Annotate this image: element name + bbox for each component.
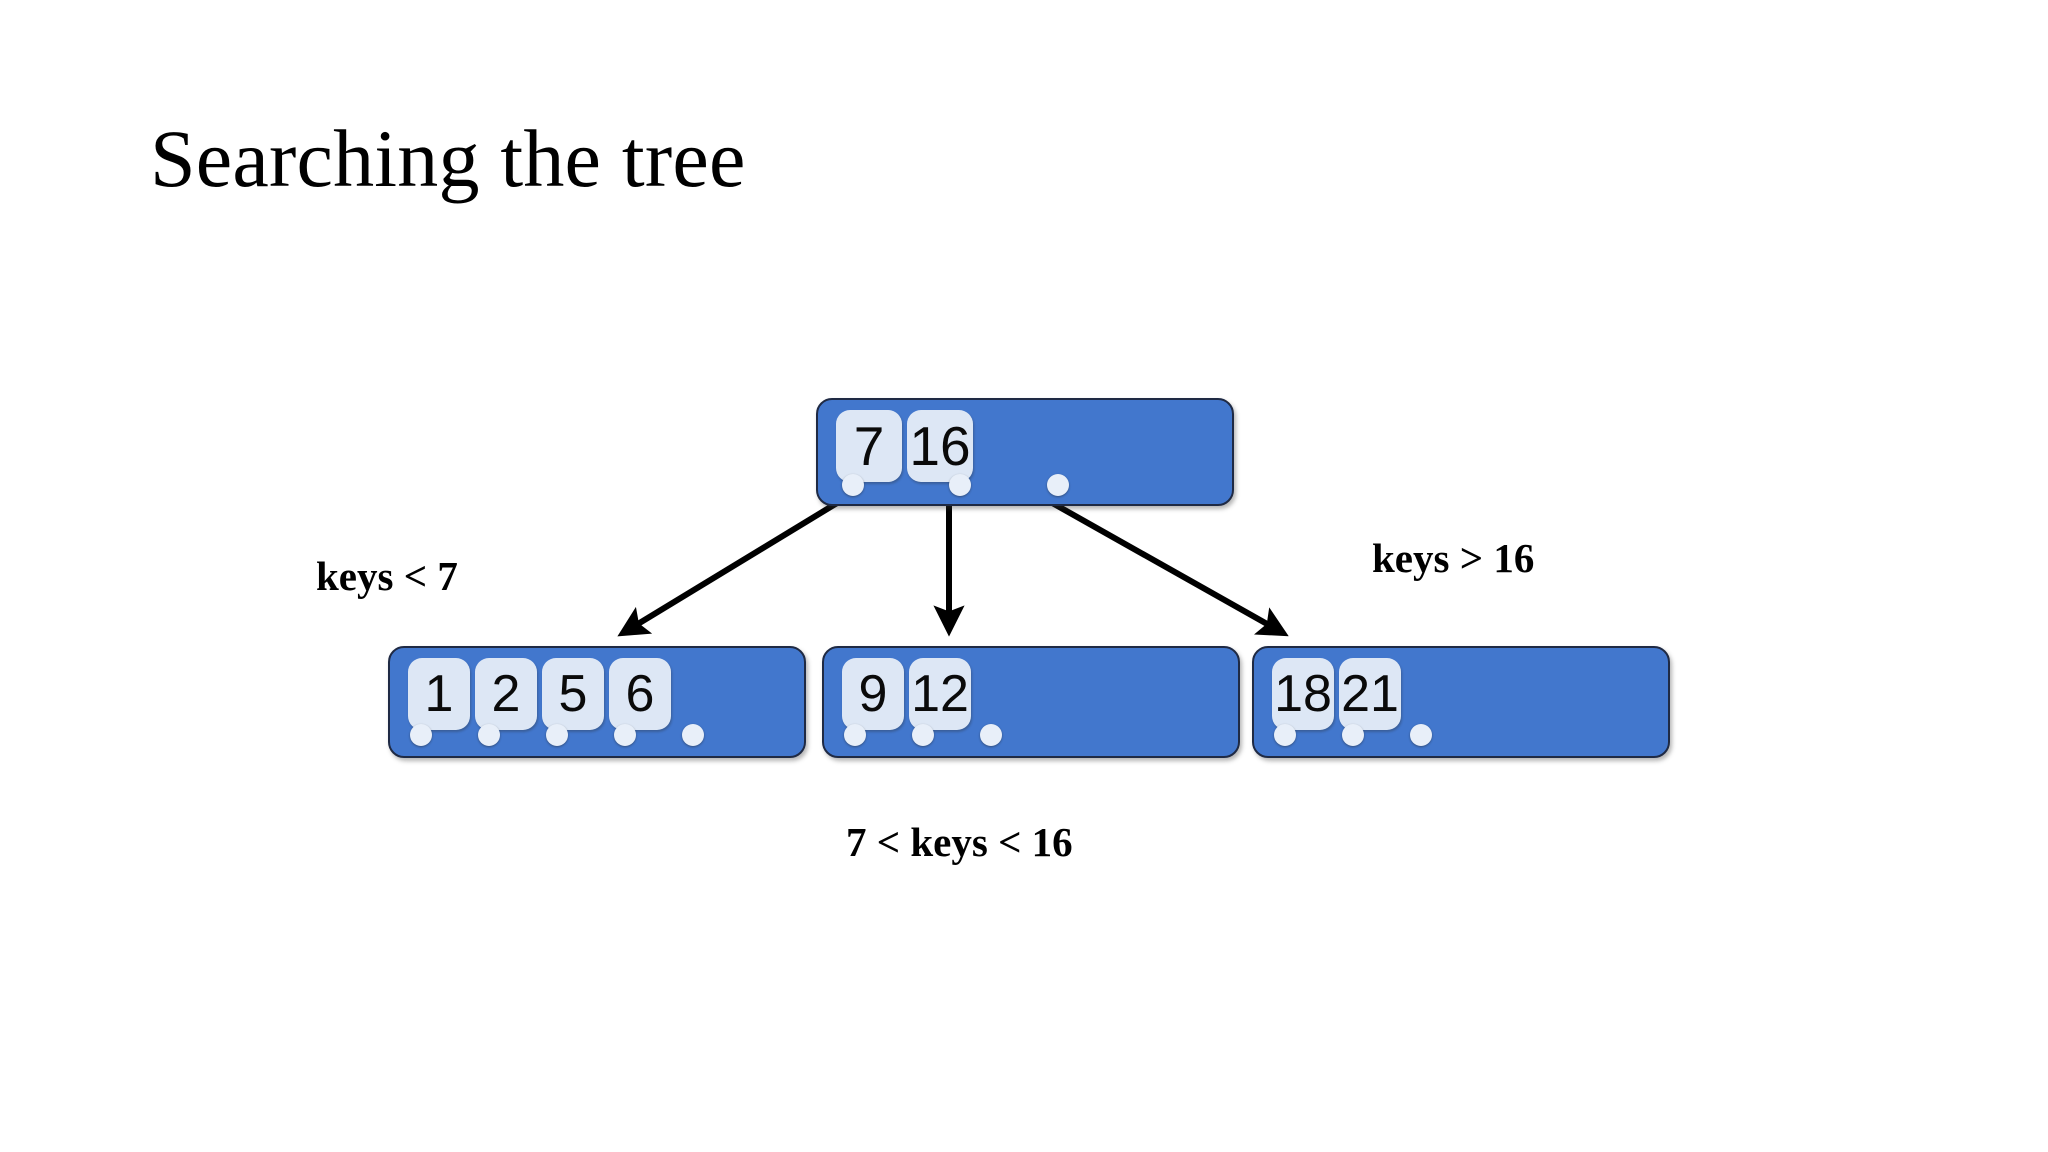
leaf-pointer-dot[interactable] — [980, 724, 1002, 746]
leaf-key-slots: 9 12 — [842, 658, 971, 756]
btree-leaf-node[interactable]: 9 12 — [822, 646, 1240, 758]
annotation-keys-between-7-and-16: 7 < keys < 16 — [846, 819, 1073, 865]
leaf-pointer-dot[interactable] — [1274, 724, 1296, 746]
leaf-key-cell[interactable]: 21 — [1339, 658, 1401, 730]
btree-leaf-node[interactable]: 18 21 — [1252, 646, 1670, 758]
leaf-key-slots: 18 21 — [1272, 658, 1401, 756]
root-pointer-dot[interactable] — [1047, 474, 1069, 496]
leaf-pointer-dot[interactable] — [1342, 724, 1364, 746]
leaf-pointer-dot[interactable] — [546, 724, 568, 746]
root-key-slots: 7 16 — [836, 410, 973, 504]
leaf-key-cell[interactable]: 1 — [408, 658, 470, 730]
leaf-pointer-dot[interactable] — [478, 724, 500, 746]
leaf-pointer-dot[interactable] — [682, 724, 704, 746]
leaf-pointer-dot[interactable] — [912, 724, 934, 746]
leaf-key-cell[interactable]: 5 — [542, 658, 604, 730]
edge-root-to-leaf-1 — [617, 497, 844, 637]
annotation-keys-less-than-7: keys < 7 — [316, 553, 458, 599]
btree-root-node[interactable]: 7 16 — [816, 398, 1234, 506]
leaf-pointer-dot[interactable] — [844, 724, 866, 746]
edge-root-to-leaf-3 — [1045, 497, 1289, 637]
leaf-key-slots: 1 2 5 6 — [408, 658, 671, 756]
root-key-cell[interactable]: 7 — [836, 410, 902, 482]
root-pointer-dot[interactable] — [949, 474, 971, 496]
annotation-keys-greater-than-16: keys > 16 — [1372, 535, 1535, 581]
leaf-key-cell[interactable]: 18 — [1272, 658, 1334, 730]
btree-leaf-node[interactable]: 1 2 5 6 — [388, 646, 806, 758]
leaf-key-cell[interactable]: 2 — [475, 658, 537, 730]
root-key-cell[interactable]: 16 — [907, 410, 973, 482]
leaf-pointer-dot[interactable] — [614, 724, 636, 746]
page-title: Searching the tree — [150, 113, 746, 204]
leaf-key-cell[interactable]: 9 — [842, 658, 904, 730]
root-pointer-dot[interactable] — [842, 474, 864, 496]
leaf-pointer-dot[interactable] — [1410, 724, 1432, 746]
leaf-key-cell[interactable]: 6 — [609, 658, 671, 730]
leaf-key-cell[interactable]: 12 — [909, 658, 971, 730]
leaf-pointer-dot[interactable] — [410, 724, 432, 746]
